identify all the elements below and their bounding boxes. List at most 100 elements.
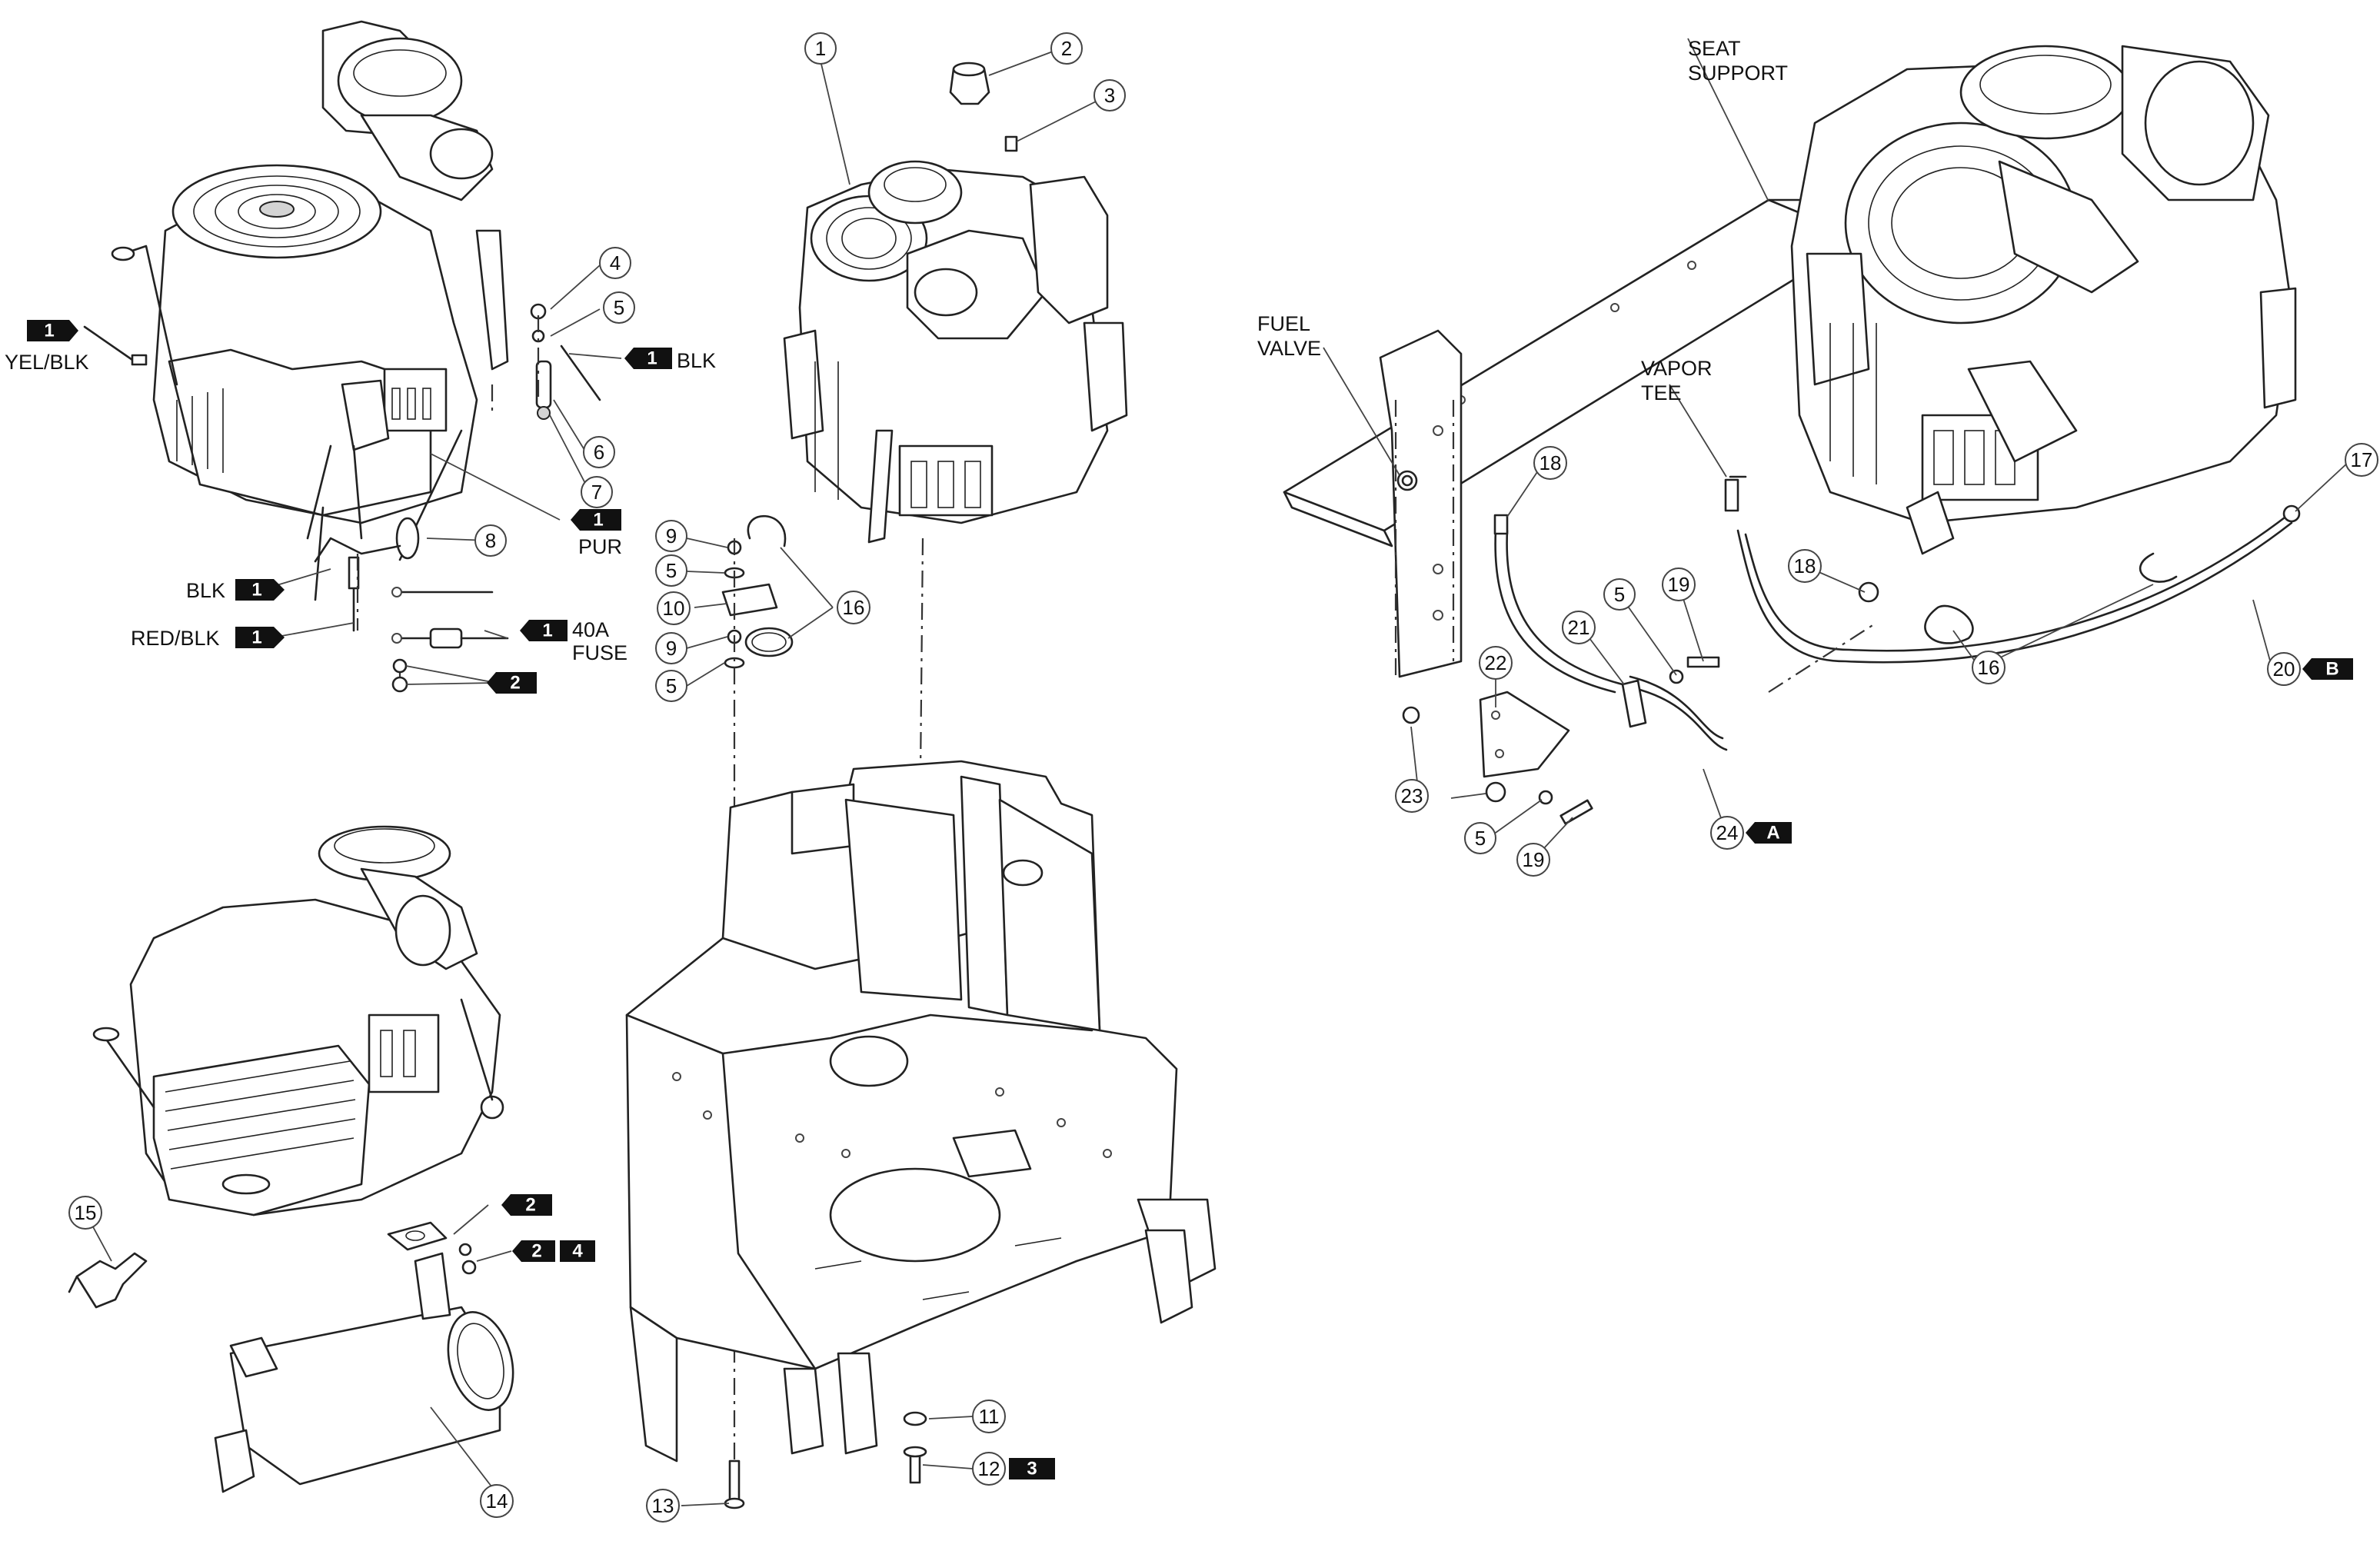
fuel-valve-bracket xyxy=(1379,329,1463,678)
tag-B: B xyxy=(2302,658,2353,680)
svg-text:7: 7 xyxy=(591,481,602,504)
tag-1-yelblk: 1 xyxy=(27,320,78,341)
tag-A: A xyxy=(1746,822,1792,844)
callout-5-b: 5 xyxy=(655,554,687,587)
svg-text:16: 16 xyxy=(1978,656,2000,679)
text-labels: YEL/BLK BLK PUR BLK RED/BLK 40A FUSE SEA… xyxy=(5,37,1788,664)
callout-16-b: 16 xyxy=(1972,651,2006,684)
tag-4: 4 xyxy=(560,1240,595,1262)
engine-right xyxy=(1790,45,2297,555)
callout-19-a: 19 xyxy=(1662,567,1696,601)
callout-19-b: 19 xyxy=(1516,843,1550,877)
callout-8: 8 xyxy=(474,524,507,557)
svg-text:1: 1 xyxy=(542,621,552,641)
label-support: SUPPORT xyxy=(1688,62,1788,85)
svg-text:A: A xyxy=(1766,823,1779,844)
fitting-15 xyxy=(68,1252,148,1309)
callout-5-e: 5 xyxy=(1464,822,1496,854)
svg-text:2: 2 xyxy=(510,673,520,694)
label-valve: VALVE xyxy=(1257,337,1321,360)
callout-18-a: 18 xyxy=(1533,446,1567,480)
tag-1-blk-left: 1 xyxy=(235,579,285,601)
callout-23: 23 xyxy=(1395,779,1429,813)
svg-text:14: 14 xyxy=(486,1489,508,1513)
label-seat: SEAT xyxy=(1688,37,1741,60)
svg-text:17: 17 xyxy=(2351,448,2373,471)
tag-1-fuse: 1 xyxy=(520,620,568,641)
engine-top-center xyxy=(783,160,1128,544)
callout-20: 20 xyxy=(2267,652,2301,686)
engine-top-left xyxy=(111,20,509,540)
svg-text:5: 5 xyxy=(614,296,624,319)
callout-18-b: 18 xyxy=(1788,549,1822,583)
svg-text:1: 1 xyxy=(815,37,826,60)
svg-text:8: 8 xyxy=(485,529,496,552)
svg-text:1: 1 xyxy=(593,510,603,531)
label-fuse-40a: 40A xyxy=(572,618,609,641)
tag-2-c: 2 xyxy=(512,1240,555,1262)
brackets-21-22 xyxy=(1402,656,1720,825)
frame-chassis xyxy=(625,760,1217,1509)
callout-16-a: 16 xyxy=(837,591,870,624)
callout-4: 4 xyxy=(599,247,631,279)
svg-text:23: 23 xyxy=(1401,784,1423,807)
svg-text:1: 1 xyxy=(251,580,261,601)
callout-1-top: 1 xyxy=(804,32,837,65)
tag-1-pur: 1 xyxy=(571,509,621,531)
svg-text:22: 22 xyxy=(1485,651,1507,674)
svg-text:5: 5 xyxy=(666,559,677,582)
svg-text:1: 1 xyxy=(647,348,657,369)
svg-text:16: 16 xyxy=(843,596,865,619)
muffler-14 xyxy=(214,1252,514,1493)
svg-text:2: 2 xyxy=(1061,37,1072,60)
label-vapor: VAPOR xyxy=(1641,357,1713,380)
label-pur: PUR xyxy=(578,535,622,558)
svg-text:5: 5 xyxy=(1475,827,1486,850)
svg-text:19: 19 xyxy=(1523,848,1545,871)
callout-5-d: 5 xyxy=(1603,578,1636,611)
note-tags: 1 1 1 1 1 1 2 2 2 4 3 A B xyxy=(27,320,2353,1479)
svg-text:6: 6 xyxy=(594,441,604,464)
svg-text:2: 2 xyxy=(531,1241,541,1262)
callout-24: 24 xyxy=(1710,816,1744,850)
svg-text:5: 5 xyxy=(666,674,677,697)
svg-text:1: 1 xyxy=(44,321,54,341)
svg-text:4: 4 xyxy=(610,251,621,275)
callout-5-a: 5 xyxy=(603,291,635,324)
svg-text:9: 9 xyxy=(666,524,677,548)
callout-3-top: 3 xyxy=(1093,79,1126,111)
svg-text:21: 21 xyxy=(1568,616,1590,639)
callout-2-top: 2 xyxy=(1050,32,1083,65)
svg-text:24: 24 xyxy=(1716,821,1739,844)
callouts: 1 2 3 4 5 6 7 8 9 5 10 9 5 16 15 14 11 1… xyxy=(68,32,2378,1523)
callout-9-a: 9 xyxy=(655,520,687,552)
svg-text:18: 18 xyxy=(1794,554,1816,577)
wiring-parts xyxy=(83,303,601,693)
svg-text:20: 20 xyxy=(2273,657,2295,681)
seat-support xyxy=(1283,198,1862,548)
callout-5-c: 5 xyxy=(655,670,687,702)
callout-17: 17 xyxy=(2345,443,2378,477)
exhaust-gasket xyxy=(387,1221,477,1275)
label-red-blk: RED/BLK xyxy=(131,627,220,650)
svg-text:13: 13 xyxy=(652,1494,674,1517)
svg-text:15: 15 xyxy=(75,1201,97,1224)
label-fuel: FUEL xyxy=(1257,312,1310,335)
callout-15: 15 xyxy=(68,1196,102,1230)
label-tee: TEE xyxy=(1641,381,1682,404)
leader-lines xyxy=(85,38,2350,1506)
tag-1-blk-right: 1 xyxy=(624,348,672,369)
callout-6: 6 xyxy=(583,436,615,468)
label-blk-right: BLK xyxy=(677,349,716,372)
callout-12: 12 xyxy=(972,1452,1006,1486)
svg-text:12: 12 xyxy=(978,1457,1000,1480)
label-yel-blk: YEL/BLK xyxy=(5,351,89,374)
fuel-lines xyxy=(1493,414,2301,751)
callout-9-b: 9 xyxy=(655,632,687,664)
tag-2-b: 2 xyxy=(501,1194,552,1216)
svg-text:1: 1 xyxy=(251,627,261,648)
callout-11: 11 xyxy=(972,1400,1006,1433)
label-fuse: FUSE xyxy=(572,641,627,664)
callout-7: 7 xyxy=(581,476,613,508)
svg-text:B: B xyxy=(2325,659,2338,680)
